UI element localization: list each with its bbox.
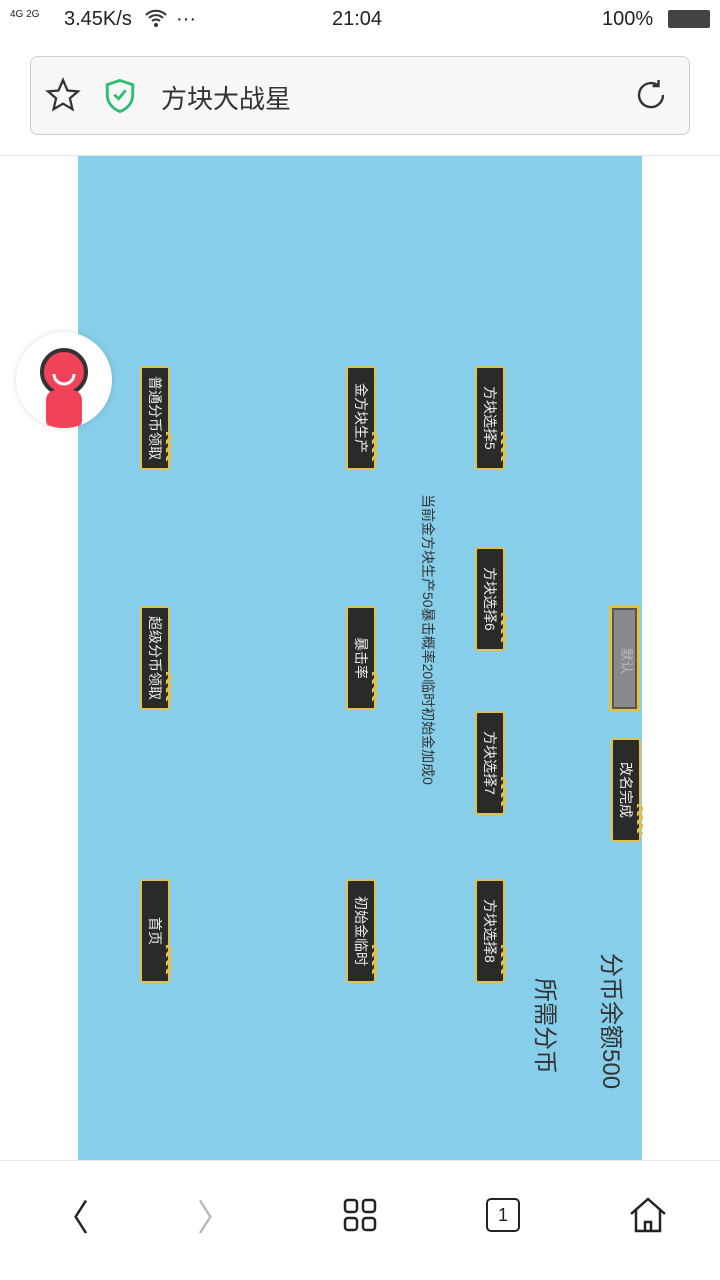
bottom-nav: 〈 〉 1 xyxy=(0,1160,720,1280)
back-icon[interactable]: 〈 xyxy=(52,1197,89,1238)
crit-rate-button[interactable]: 暴击率 xyxy=(346,606,378,710)
page-title: 方块大战星 xyxy=(161,84,292,114)
home-button[interactable]: 首页 xyxy=(140,879,172,983)
avatar[interactable] xyxy=(16,332,112,428)
more-icon: ··· xyxy=(176,8,196,30)
block-select-6-button[interactable]: 方块选择6 xyxy=(475,547,507,651)
rename-done-button[interactable]: 改名完成 xyxy=(611,738,643,842)
reload-icon[interactable] xyxy=(633,77,669,118)
battery-level: 100% xyxy=(602,8,654,30)
coin-balance: 分币余额500 xyxy=(597,953,624,1090)
shield-icon xyxy=(103,77,137,120)
name-input[interactable]: 默认 xyxy=(609,605,640,712)
signal-icon: 4G 2G xyxy=(10,9,40,20)
status-info: 当前金方块生产50暴击概率20临时初始金加成0 xyxy=(420,494,436,785)
network-speed: 3.45K/s xyxy=(64,8,132,30)
divider xyxy=(0,155,720,156)
tabs-button[interactable]: 1 xyxy=(478,1190,528,1240)
wifi-icon xyxy=(144,8,168,34)
tabs-count: 1 xyxy=(486,1198,520,1232)
block-select-8-button[interactable]: 方块选择8 xyxy=(475,879,507,983)
forward-icon[interactable]: 〉 xyxy=(196,1197,233,1238)
menu-grid-icon[interactable] xyxy=(335,1190,385,1240)
home-icon[interactable] xyxy=(623,1190,673,1240)
address-bar[interactable]: 方块大战星 xyxy=(30,56,690,135)
gold-production-button[interactable]: 金方块生产 xyxy=(346,366,378,470)
super-coin-button[interactable]: 超级分币领取 xyxy=(140,606,172,710)
game-canvas[interactable]: 普通分币领取 超级分币领取 首页 金方块生产 暴击率 初始金临时 方块选择5 方… xyxy=(78,156,643,1160)
status-bar: 4G 2G 3.45K/s ··· 21:04 100% xyxy=(0,0,720,40)
block-select-5-button[interactable]: 方块选择5 xyxy=(475,366,507,470)
block-select-7-button[interactable]: 方块选择7 xyxy=(475,711,507,815)
clock: 21:04 xyxy=(332,8,383,30)
initial-gold-button[interactable]: 初始金临时 xyxy=(346,879,378,983)
divider xyxy=(0,1160,720,1161)
normal-coin-button[interactable]: 普通分币领取 xyxy=(140,366,172,470)
required-coins: 所需分币 xyxy=(531,978,558,1074)
battery-icon xyxy=(668,10,710,28)
star-icon[interactable] xyxy=(45,77,81,118)
